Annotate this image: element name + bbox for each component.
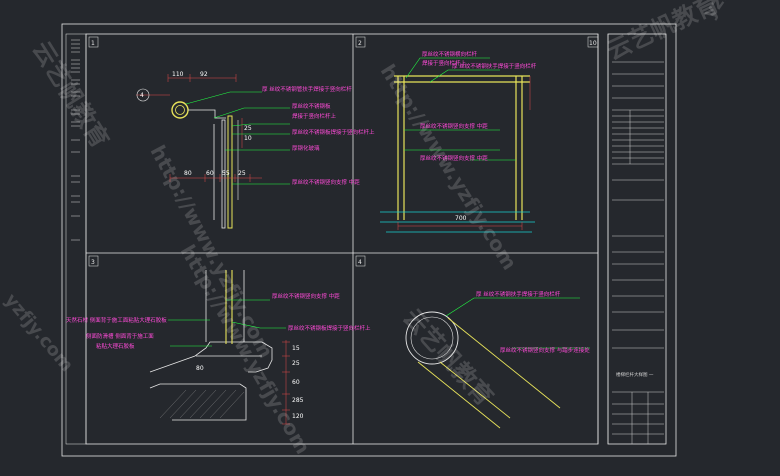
- d3-dim-120: 120: [292, 413, 304, 420]
- d1-note-plate-weld: 厚丝纹不锈钢板焊接于竖向栏杆上: [292, 128, 375, 136]
- d3-dim-25: 25: [292, 360, 300, 367]
- watermark-brand-1: 云艺帆教育: [27, 36, 114, 153]
- detail-4-tube-joint[interactable]: [405, 297, 590, 429]
- watermark-brand-3: 云艺帆教育: [398, 303, 499, 411]
- d1-section-marker: 4: [140, 92, 144, 99]
- d2-note-horizontal: 厚丝纹不锈钢横向栏杆: [422, 50, 478, 58]
- panel-1-number: 1: [91, 40, 95, 47]
- d3-note-stone: 天然石材 侧面背于施工面粘贴大理石胶板: [66, 316, 167, 324]
- d1-note-plate: 厚丝纹不锈钢板: [292, 102, 331, 110]
- d2-note-handrail: 厚 丝纹不锈钢扶手焊接于竖向栏杆: [452, 62, 537, 70]
- d1-dim-92: 92: [200, 71, 208, 78]
- d3-note-glue: 粘贴大理石胶板: [96, 342, 135, 350]
- d2-note-weld: 焊接于竖向栏杆上: [422, 59, 467, 67]
- d1-note-glass: 厚钢化玻璃: [292, 144, 320, 152]
- panel-4-number: 4: [358, 259, 362, 266]
- d1-dim-25: 25: [244, 125, 252, 132]
- d1-dim-55: 55: [222, 170, 230, 177]
- detail-2-railing-elevation[interactable]: [380, 57, 535, 233]
- title-block-drawing-name: 楼梯栏杆大样图 一: [616, 371, 654, 378]
- d1-dim-60: 60: [206, 170, 214, 177]
- d2-note-support-1: 厚丝纹不锈钢竖向支撑 中距: [420, 122, 488, 130]
- d1-note-weld: 焊接于竖向栏杆上: [292, 112, 337, 120]
- d4-note-support: 厚丝纹不锈钢竖向支撑 与踏步连接处: [500, 346, 590, 354]
- panel-3-number: 3: [91, 259, 95, 266]
- d3-dim-80: 80: [196, 365, 204, 372]
- detail-3-step-section[interactable]: [149, 270, 290, 425]
- d3-dim-60: 60: [292, 379, 300, 386]
- d1-note-handrail: 厚 丝纹不锈钢管扶手焊接于竖向栏杆: [262, 85, 352, 93]
- d4-note-handrail: 厚 丝纹不锈钢扶手焊接于竖向栏杆: [476, 290, 561, 298]
- d3-note-plate: 厚丝纹不锈钢板焊接于竖向栏杆上: [288, 324, 371, 332]
- watermark-domain-1: yzfjy.com: [699, 0, 771, 23]
- d1-dim-80: 80: [184, 170, 192, 177]
- panel-number-tags: [88, 36, 599, 267]
- panel-2-number: 2: [358, 40, 362, 47]
- d2-note-support-2: 厚丝纹不锈钢竖向支撑 中距: [420, 154, 488, 162]
- watermark-layer: http://www.yzfjy.com http://www.yzfjy.co…: [0, 0, 770, 458]
- sheet-frame: [61, 23, 677, 457]
- left-margin-marks: [71, 39, 80, 241]
- detail-1-handrail-section[interactable]: [136, 74, 290, 229]
- d1-dim-25b: 25: [238, 170, 246, 177]
- d1-dim-10: 10: [244, 135, 252, 142]
- sheet-number: 10: [589, 40, 597, 47]
- d2-dim-700: 700: [455, 215, 467, 222]
- d1-note-support: 厚丝纹不锈钢竖向支撑 中距: [292, 178, 360, 186]
- d1-dim-110: 110: [172, 71, 184, 78]
- d3-note-support: 厚丝纹不锈钢竖向支撑 中距: [272, 292, 340, 300]
- d3-dim-15: 15: [292, 345, 300, 352]
- watermark-domain-2: yzfjy.com: [0, 290, 77, 376]
- d3-note-groove: 侧面防滑槽 侧面背于施工面: [86, 332, 154, 340]
- title-block: [612, 61, 664, 444]
- d3-dim-285: 285: [292, 397, 304, 404]
